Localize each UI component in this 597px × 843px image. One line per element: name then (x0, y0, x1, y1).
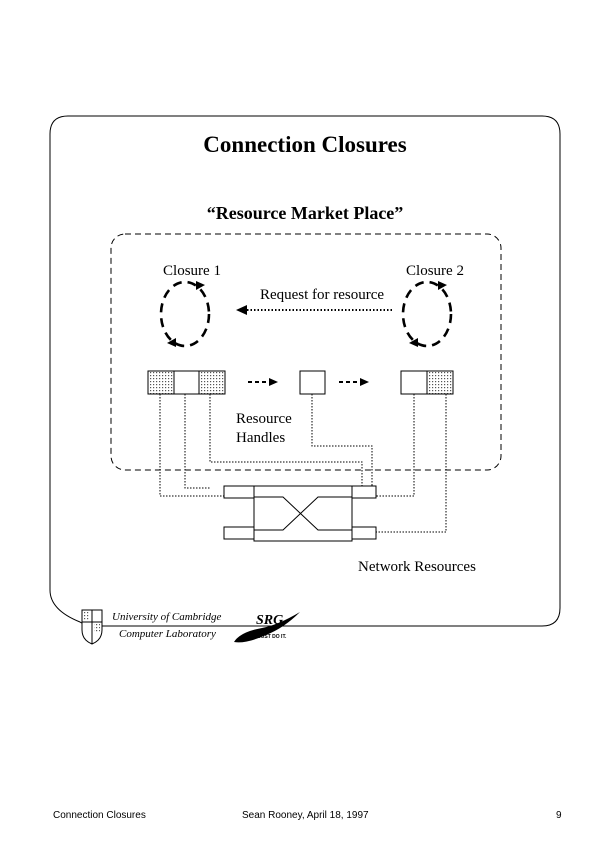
resource-handles-label: Resource (236, 411, 292, 427)
slide-title: Connection Closures (203, 132, 406, 157)
cambridge-crest-icon (81, 609, 103, 645)
closure-1-handles (147, 370, 226, 395)
cambridge-line-1: University of Cambridge (112, 611, 221, 623)
srg-logo: SRG JUST DO IT. (234, 612, 300, 643)
handle-cell-3 (198, 370, 226, 395)
handle-cell-4 (400, 370, 428, 395)
market-place-region (110, 233, 502, 471)
closure-2-handles (400, 370, 454, 395)
closure-2-label: Closure 2 (406, 263, 464, 279)
srg-logo-text: SRG (256, 613, 283, 628)
handle-cell-5 (426, 370, 454, 395)
transferred-handle (299, 370, 326, 395)
srg-logo-tagline: JUST DO IT. (258, 634, 287, 640)
request-arrow (236, 305, 392, 315)
cambridge-line-2: Computer Laboratory (119, 628, 216, 640)
handle-connectors (159, 394, 447, 533)
handle-cell-1 (147, 370, 175, 395)
footer-left: Connection Closures (53, 810, 146, 821)
closure-1-cycle-icon (159, 280, 211, 348)
network-resources-label: Network Resources (358, 559, 476, 575)
slide-subtitle: “Resource Market Place” (207, 203, 404, 223)
request-label: Request for resource (260, 287, 384, 303)
network-switch (223, 485, 377, 542)
closure-2-cycle-icon (401, 280, 453, 348)
footer-center: Sean Rooney, April 18, 1997 (242, 810, 369, 821)
footer-page-number: 9 (556, 810, 562, 821)
handle-cell-2 (173, 370, 200, 395)
closure-1-label: Closure 1 (163, 263, 221, 279)
resource-handles-label-2: Handles (236, 430, 285, 446)
transfer-arrow-1 (248, 378, 278, 386)
transfer-arrow-2 (339, 378, 369, 386)
